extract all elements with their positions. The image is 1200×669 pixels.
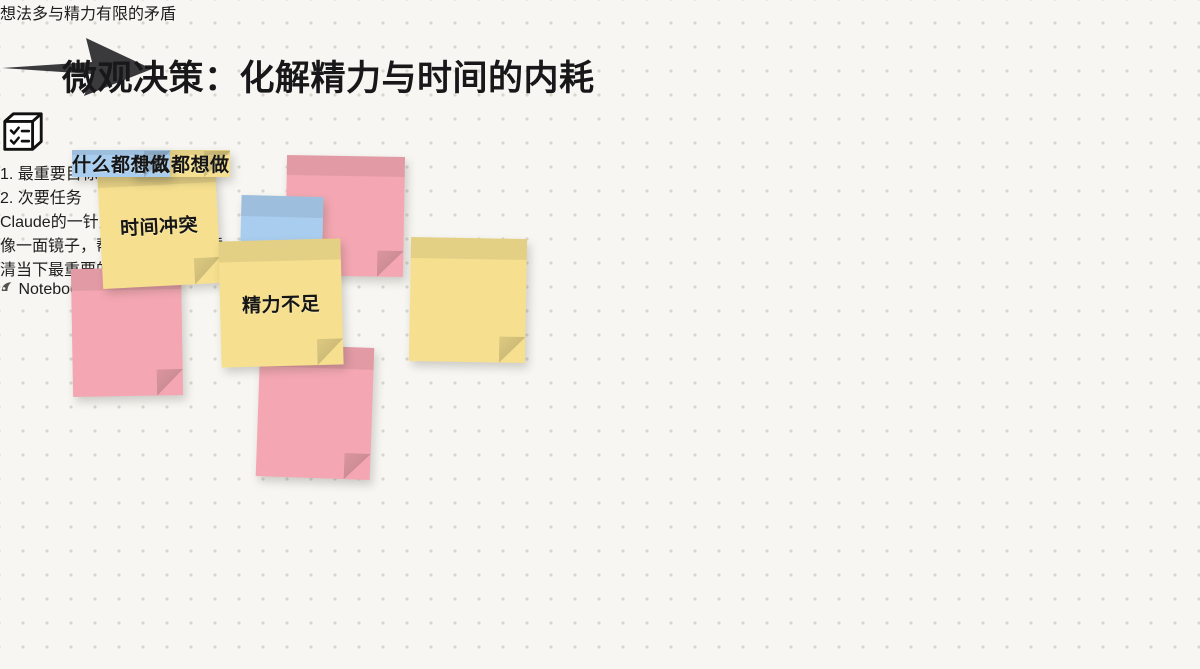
checklist-card: 1. 最重要目标 2. 次要任务 [0,109,1200,208]
sticky-note-label: 精力不足 [241,293,321,317]
sticky-notes-caption: 想法多与精力有限的矛盾 [0,0,1200,24]
sticky-notes-cluster: 时间冲突 精力不足 什么都想做 什么都想做 [70,150,528,480]
checklist-item[interactable]: 2. 次要任务 [0,184,1200,208]
sticky-note[interactable] [408,236,528,364]
sticky-note-want-everything-blue[interactable]: 什么都想做 [72,150,170,177]
right-arrow-icon [0,24,1200,109]
page-title: 微观决策：化解精力与时间的内耗 [62,59,595,98]
quote-card-header: Claude的一针见血 [0,208,1200,232]
quote-card-title: Claude的一针见血 [0,214,131,231]
sticky-note-label: 什么都想做 [132,155,230,176]
checklist-box-icon [0,109,1200,160]
checklist-item-label: 2. 次要任务 [0,190,82,207]
caption-label: 想法多与精力有限的矛盾 [0,6,177,23]
sticky-note-time-conflict[interactable]: 时间冲突 [96,160,222,290]
sticky-note-label: 时间冲突 [119,214,199,240]
sticky-note-want-everything-yellow[interactable]: 什么都想做 [132,150,230,177]
sticky-note-low-energy[interactable]: 精力不足 [218,238,344,368]
notebooklm-logo-icon [0,281,18,298]
sticky-note-label: 什么都想做 [72,155,170,176]
